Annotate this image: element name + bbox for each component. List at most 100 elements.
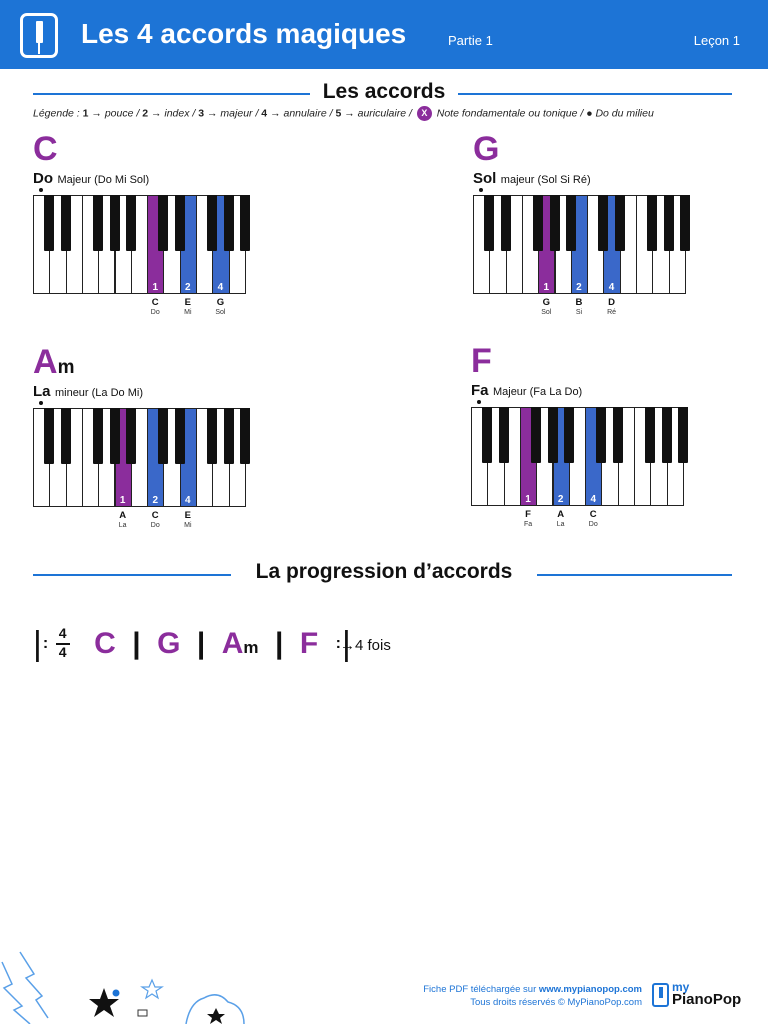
progression-divider-right	[537, 574, 732, 576]
decorative-shapes	[1, 951, 245, 1024]
finger-number: 4	[590, 494, 597, 505]
piano-black-key	[174, 408, 185, 464]
chord-name: La mineur (La Do Mi)	[33, 383, 143, 400]
section-divider-right	[458, 93, 732, 95]
piano-black-key	[60, 195, 71, 251]
piano-black-key	[482, 407, 493, 463]
star-icon	[207, 1008, 225, 1024]
progression-chord-2: G	[157, 627, 181, 660]
root-note-badge-icon: X	[416, 106, 432, 121]
piano-black-key	[647, 195, 658, 251]
finger-number: 4	[217, 282, 224, 293]
piano-black-key	[498, 407, 509, 463]
finger-number: 4	[608, 282, 615, 293]
burst-decoration	[185, 994, 245, 1024]
finger-number: 1	[119, 495, 126, 506]
piano-black-key	[223, 195, 234, 251]
legend: Légende : 1 → pouce / 2 → index / 3 → ma…	[33, 106, 654, 121]
middle-c-dot	[477, 400, 482, 404]
progression-divider-left	[33, 574, 231, 576]
finger-number: 1	[152, 282, 159, 293]
piano-black-key	[614, 195, 625, 251]
lesson-label: Leçon 1	[693, 33, 740, 48]
piano-black-key	[679, 195, 690, 251]
piano-black-key	[158, 195, 169, 251]
bar-line: |	[274, 627, 284, 660]
progression-chord-3: Am	[221, 627, 259, 660]
middle-c-dot	[39, 188, 44, 192]
section-title-chords: Les accords	[322, 80, 446, 103]
chord-symbol: C	[33, 130, 58, 168]
piano-black-key	[500, 195, 511, 251]
section-title-progression: La progression d’accords	[255, 560, 513, 583]
piano-black-key	[645, 407, 656, 463]
star-icon	[89, 988, 119, 1017]
chord-symbol: Am	[33, 343, 75, 381]
piano-black-key	[44, 408, 55, 464]
piano-black-key	[93, 408, 104, 464]
piano-black-key	[158, 408, 169, 464]
bar-line: |	[132, 627, 141, 660]
piano-black-key	[663, 195, 674, 251]
piano-black-key	[661, 407, 672, 463]
time-signature: 4 4	[55, 624, 70, 664]
middle-c-legend: ● Do du milieu	[586, 107, 654, 120]
finger-number: 1	[525, 494, 531, 505]
header-bar: Les 4 accords magiques Partie 1 Leçon 1	[0, 0, 768, 69]
finger-number: 2	[576, 282, 582, 293]
bar-line: |	[196, 627, 206, 660]
piano-black-key	[207, 195, 218, 251]
piano-black-key	[239, 195, 250, 251]
piano-black-key	[484, 195, 495, 251]
piano-black-key	[531, 407, 542, 463]
middle-c-dot	[479, 188, 484, 192]
piano-logo-icon	[652, 983, 669, 1007]
finger-number: 1	[543, 282, 550, 293]
chord-name: Sol majeur (Sol Si Ré)	[473, 170, 591, 187]
piano-black-key	[125, 195, 136, 251]
chord-symbol: G	[473, 130, 500, 168]
piano-black-key	[533, 195, 544, 251]
piano-black-key	[549, 195, 560, 251]
piano-black-key	[565, 195, 576, 251]
repeat-count: →4 fois	[340, 637, 391, 654]
repeat-end-bar: |	[341, 624, 351, 663]
legend-label: Légende :	[33, 107, 80, 120]
repeat-start-bar: |	[33, 624, 42, 663]
dot-decoration	[112, 989, 120, 997]
progression-chord-4: F	[299, 627, 319, 660]
middle-c-dot	[39, 401, 44, 405]
footer-site-link[interactable]: www.mypianopop.com	[538, 984, 642, 995]
piano-black-key	[612, 407, 623, 463]
finger-number: 4	[185, 495, 191, 506]
section-divider-left	[33, 93, 310, 95]
piano-black-key	[174, 195, 185, 251]
piano-black-key	[598, 195, 609, 251]
zigzag-decoration	[19, 951, 49, 1019]
piano-black-key	[44, 195, 55, 251]
piano-black-key	[677, 407, 688, 463]
brand-logo: my PianoPop	[652, 981, 757, 1011]
chord-name: Do Majeur (Do Mi Sol)	[33, 170, 150, 187]
star-outline-icon	[140, 978, 164, 1000]
repeat-start-dots: :	[42, 635, 49, 652]
finger-number: 2	[557, 494, 564, 505]
chord-progression: |: 4 4 C | G | Am | F :|	[33, 624, 351, 668]
chord-symbol: F	[471, 342, 492, 380]
progression-chord-1: C	[94, 627, 116, 660]
